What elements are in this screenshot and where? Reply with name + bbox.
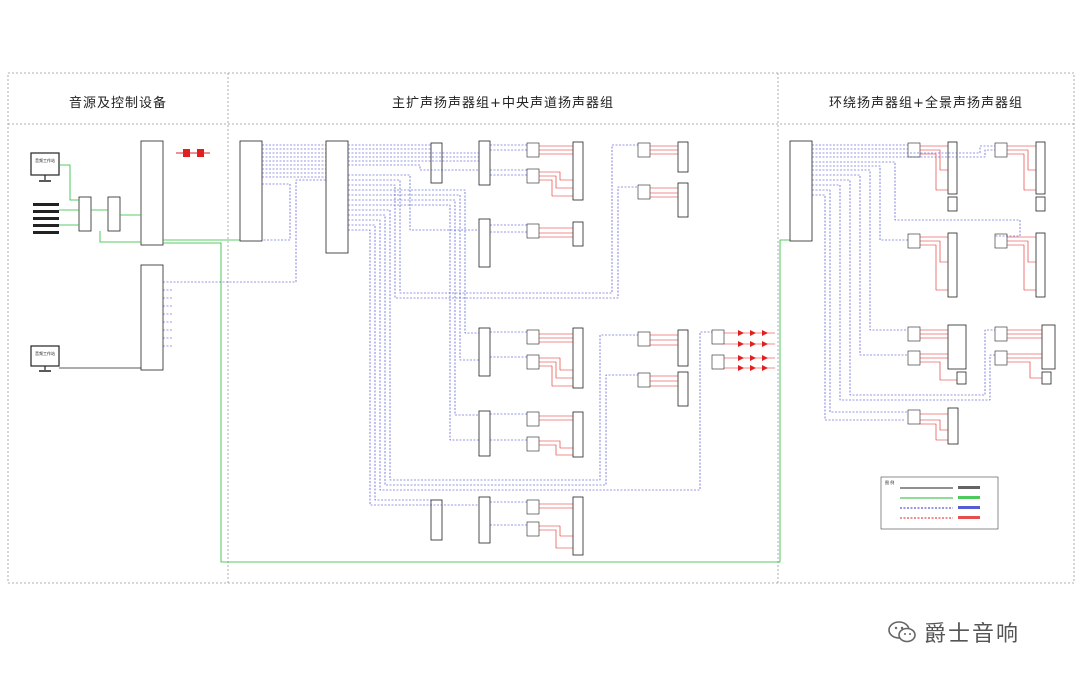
legend: 图 例 — [880, 476, 999, 530]
processor-rack-bottom — [140, 264, 164, 371]
monitor-icon-bottom — [30, 345, 60, 372]
speaker-column-1 — [572, 141, 584, 201]
processor-rack-top — [140, 140, 164, 246]
workstation-label-bottom: 音频工作站 — [35, 350, 55, 356]
green-trunk-long — [163, 239, 790, 563]
matrix-rack-2 — [325, 140, 349, 254]
source-section: 音频工作站 音频工作站 — [30, 140, 210, 372]
legend-box — [880, 476, 999, 530]
speaker-column-4 — [572, 411, 584, 458]
green-link-top — [59, 164, 79, 201]
green-link-5 — [99, 231, 141, 243]
watermark-text: 爵士音响 — [924, 622, 1021, 647]
surround-matrix — [789, 140, 813, 242]
speaker-column-2 — [572, 221, 584, 247]
speaker-column-7 — [677, 182, 689, 218]
speaker-column-6 — [677, 141, 689, 173]
amp-a3 — [478, 218, 491, 268]
interface-unit-2 — [107, 196, 121, 232]
interface-unit-1 — [78, 196, 92, 232]
blue-bus-bottom-rack — [163, 179, 326, 347]
matrix-rack-1 — [239, 140, 263, 242]
power-plug-icon — [176, 149, 210, 157]
speaker-column-8 — [677, 329, 689, 367]
watermark: 爵士音响 — [888, 616, 1058, 648]
legend-title: 图 例 — [885, 479, 894, 485]
input-device-stack — [33, 203, 59, 234]
amp-a2 — [478, 140, 491, 186]
workstation-label-top: 音频工作站 — [35, 157, 55, 163]
section-title-sources: 音源及控制设备 — [68, 96, 167, 111]
amp-a6 — [430, 499, 443, 541]
speaker-column-5 — [572, 496, 584, 556]
speaker-column-3 — [572, 327, 584, 389]
surround-section — [789, 140, 1056, 445]
monitor-icon — [30, 152, 60, 182]
speaker-column-9 — [677, 371, 689, 407]
amp-a1 — [430, 142, 443, 184]
main-section — [239, 140, 775, 556]
section-title-main: 主扩声扬声器组+中央声道扬声器组 — [392, 96, 614, 111]
amp-a4 — [478, 327, 491, 377]
amp-a5 — [478, 410, 491, 457]
section-title-surround: 环绕扬声器组+全景声扬声器组 — [829, 96, 1023, 111]
amp-a7 — [478, 496, 491, 544]
outer-frame — [7, 72, 1075, 584]
wechat-icon — [888, 621, 916, 643]
